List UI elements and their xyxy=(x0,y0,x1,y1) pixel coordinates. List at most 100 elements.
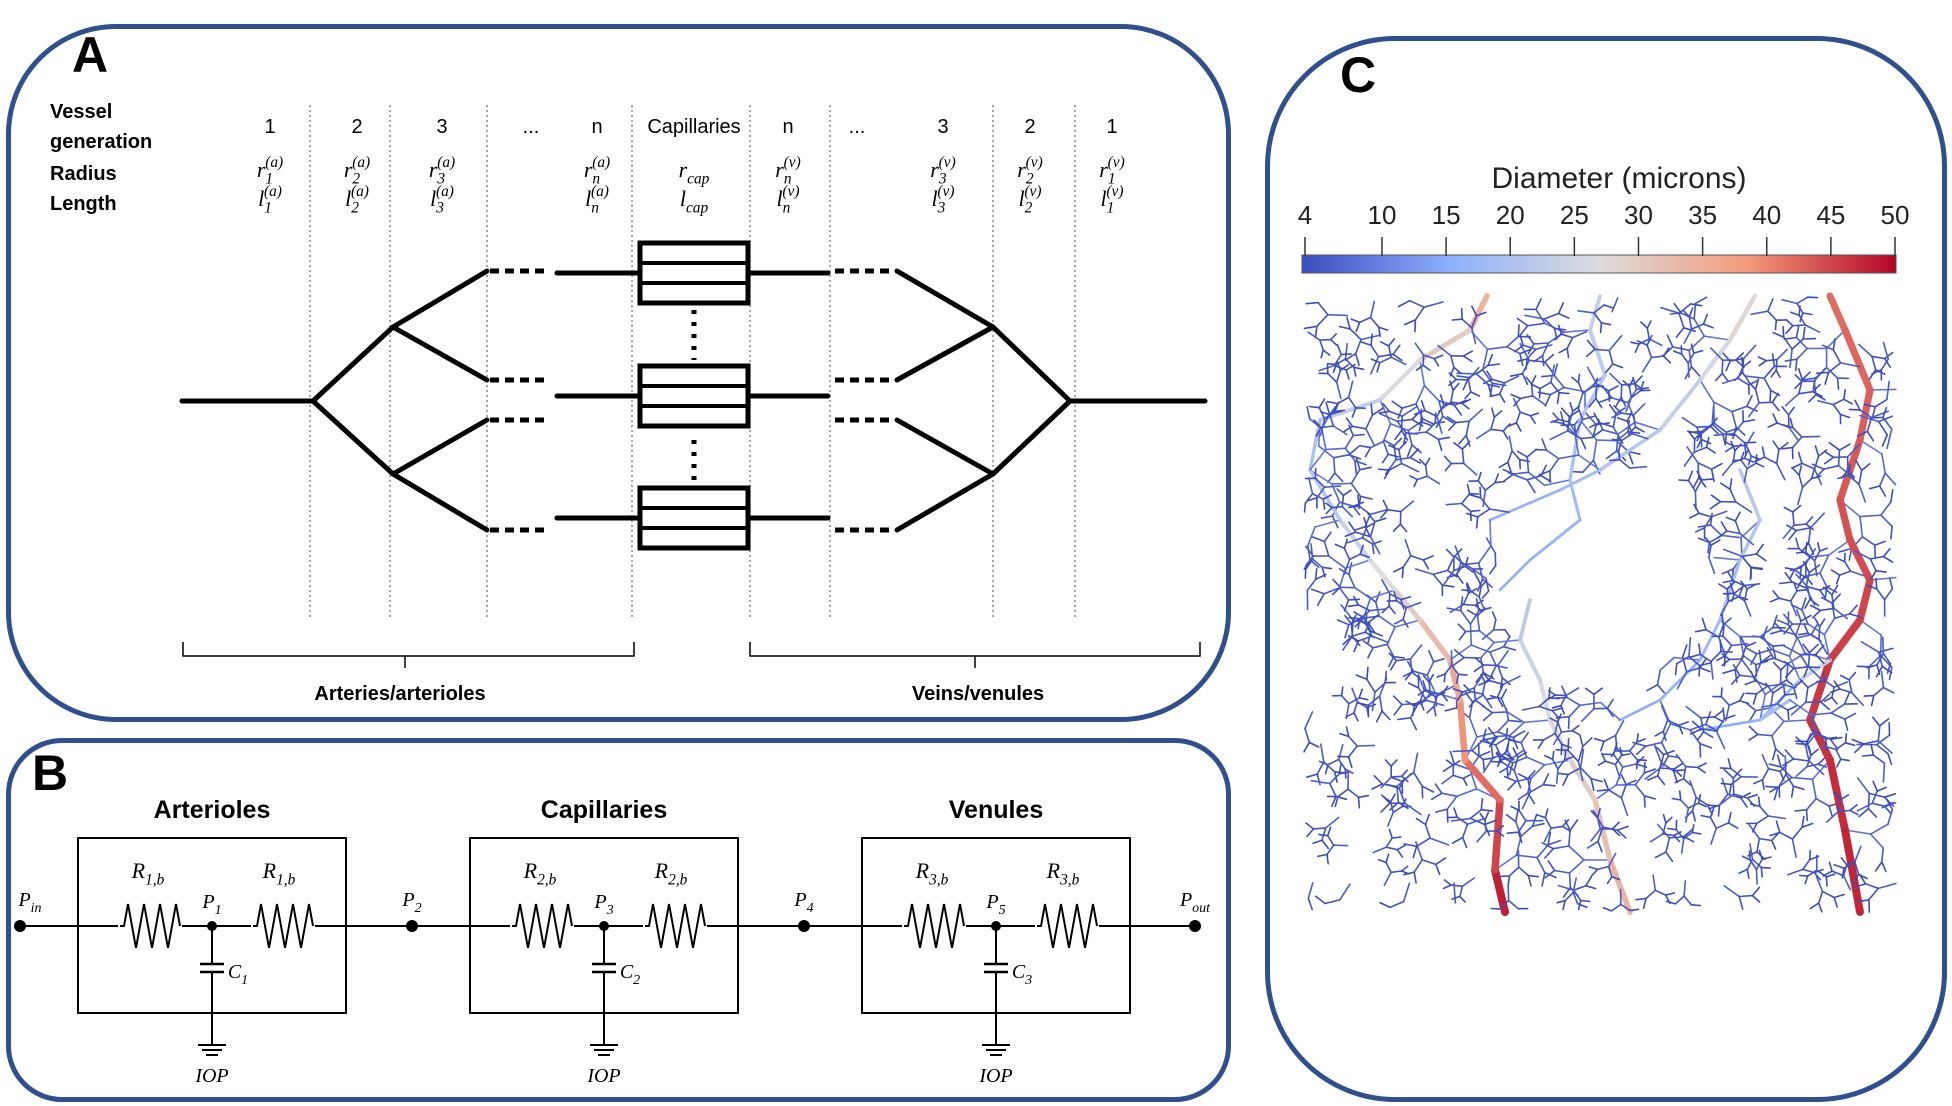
vessel-segment xyxy=(1470,391,1481,397)
vessel-segment xyxy=(1618,698,1662,722)
vessel-segment xyxy=(1388,655,1395,668)
resistor-right-label: R3,b xyxy=(1046,858,1080,889)
vessel-segment xyxy=(1784,749,1795,760)
vessel-segment xyxy=(1529,412,1540,417)
vessel-segment xyxy=(1392,695,1403,706)
vessel-segment xyxy=(1317,301,1329,316)
vessel-segment xyxy=(1646,344,1653,359)
vessel-segment xyxy=(1428,681,1432,695)
vessel-segment xyxy=(1476,428,1492,440)
vessel-segment xyxy=(1555,748,1569,752)
vessel-segment xyxy=(1414,306,1425,321)
vessel-segment xyxy=(1499,676,1504,689)
vessel-segment xyxy=(1693,446,1708,453)
vessel-segment xyxy=(1318,406,1326,420)
vessel-segment xyxy=(1443,455,1452,465)
vessel-segment xyxy=(1619,746,1623,757)
vessel-segment xyxy=(1553,363,1559,377)
vessel-segment xyxy=(1616,825,1629,831)
vessel-segment xyxy=(1477,480,1487,492)
vessel-segment xyxy=(1413,859,1423,873)
vessel-segment xyxy=(1384,670,1388,684)
vessel-segment xyxy=(1772,614,1778,629)
vessel-segment xyxy=(1824,371,1830,385)
iop-label: IOP xyxy=(194,1065,228,1087)
vessel-segment xyxy=(1461,402,1470,410)
vessel-segment xyxy=(1478,585,1482,598)
vessel-segment xyxy=(1740,580,1748,590)
vessel-segment xyxy=(1700,478,1714,481)
vessel-segment xyxy=(1560,333,1574,339)
vessel-segment xyxy=(1781,406,1790,416)
vessel-segment xyxy=(1813,550,1821,562)
vessel-segment xyxy=(1796,296,1809,305)
vessel-segment xyxy=(1327,313,1349,317)
vessel-segment xyxy=(1488,679,1505,686)
vessel-segment xyxy=(1562,899,1566,911)
vessel-segment xyxy=(1833,613,1851,620)
vessel-segment xyxy=(1682,831,1694,840)
vessel-segment xyxy=(1762,636,1773,651)
pressure-terminal xyxy=(798,920,810,932)
vessel-segment xyxy=(1320,349,1324,359)
vessel-segment xyxy=(1524,314,1545,320)
vessel-segment xyxy=(1867,792,1870,810)
vessel-segment xyxy=(1466,609,1479,617)
vessel-segment xyxy=(1352,505,1361,516)
vessel-segment xyxy=(1678,479,1690,482)
vessel-segment xyxy=(1326,400,1339,405)
vessel-segment xyxy=(1809,512,1825,529)
vessel-segment xyxy=(1667,827,1678,831)
vessel-segment xyxy=(1798,465,1803,476)
vessel-segment xyxy=(1659,656,1675,672)
vessel-segment xyxy=(1367,557,1398,593)
vessel-segment xyxy=(1325,401,1331,416)
vessel-segment xyxy=(1833,680,1841,690)
vessel-segment xyxy=(1331,795,1337,808)
vessel-segment xyxy=(1306,578,1317,592)
vessel-segment xyxy=(1351,407,1357,418)
vessel-segment xyxy=(1708,544,1712,559)
vessel-segment xyxy=(1763,365,1776,380)
vessel-segment xyxy=(1322,349,1331,356)
vessel-segment xyxy=(1817,763,1828,768)
vessel-segment xyxy=(1562,773,1569,787)
vessel-segment xyxy=(1497,650,1509,667)
vessel-segment xyxy=(1326,834,1335,847)
vessel-segment xyxy=(1388,444,1400,451)
vessel-segment xyxy=(1551,704,1562,709)
vessel-segment xyxy=(1590,810,1599,819)
vessel-segment xyxy=(1772,413,1778,424)
vessel-segment xyxy=(1620,753,1631,757)
vessel-segment xyxy=(1814,617,1821,628)
vessel-segment xyxy=(1552,731,1563,746)
vessel-segment xyxy=(1468,408,1483,423)
vessel-segment xyxy=(1544,393,1552,407)
vessel-segment xyxy=(1402,882,1411,903)
vessel-segment xyxy=(1789,417,1794,429)
vessel-segment xyxy=(1858,469,1863,486)
vessel-segment xyxy=(1464,556,1469,568)
vessel-segment xyxy=(1643,795,1656,800)
vessel-segment xyxy=(1666,719,1680,727)
vessel-segment xyxy=(1512,756,1528,764)
vessel-segment xyxy=(1755,858,1763,871)
vessel-segment xyxy=(1709,807,1715,819)
vessel-segment xyxy=(1403,431,1407,445)
vessel-segment xyxy=(894,324,996,383)
vessel-segment xyxy=(1335,381,1342,400)
vessel-segment xyxy=(894,268,996,330)
vessel-segment xyxy=(1348,562,1353,576)
vessel-segment xyxy=(1720,534,1742,539)
vessel-segment xyxy=(1421,859,1437,866)
vessel-segment xyxy=(1391,836,1402,839)
vessel-segment xyxy=(1479,486,1482,499)
vessel-segment xyxy=(1551,709,1560,719)
vessel-segment xyxy=(1424,823,1431,839)
vessel-segment xyxy=(1771,392,1779,404)
vessel-segment xyxy=(1441,584,1455,588)
vessel-segment xyxy=(1761,767,1770,781)
vessel-segment xyxy=(1775,358,1778,372)
vessel-segment xyxy=(1635,758,1639,770)
